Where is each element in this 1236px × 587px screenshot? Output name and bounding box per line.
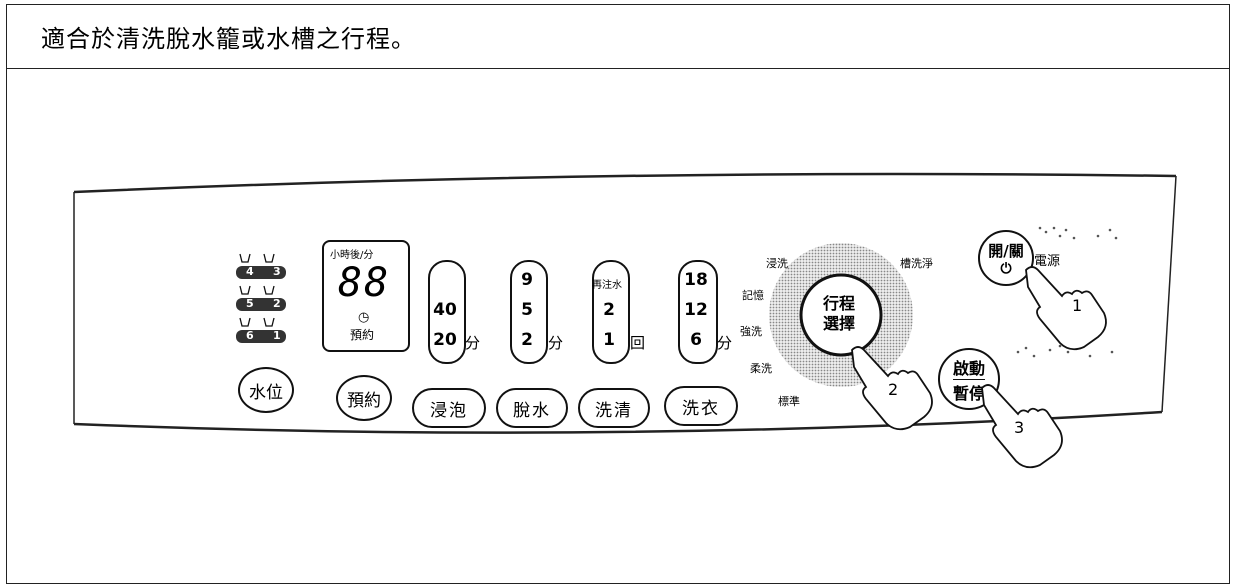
water-level-button[interactable]: 水位 xyxy=(238,367,294,413)
wash-value-6: 6 xyxy=(690,330,702,350)
rinse-button[interactable]: 洗清 xyxy=(578,388,650,428)
start-label: 啟動 xyxy=(952,355,985,380)
power-button[interactable]: 開/關 ⏻ xyxy=(978,230,1034,286)
reserve-button[interactable]: 預約 xyxy=(336,375,392,421)
mode-tub-clean[interactable]: 槽洗淨 xyxy=(900,257,933,270)
mode-gentle[interactable]: 柔洗 xyxy=(750,362,772,375)
braille-dots-top xyxy=(1038,226,1118,240)
spin-value-2: 2 xyxy=(521,330,533,350)
program-dial[interactable] xyxy=(766,240,916,390)
mode-standard[interactable]: 標準 xyxy=(778,395,800,408)
clock-icon: ◷ xyxy=(358,310,370,325)
soak-value-40: 40 xyxy=(433,300,457,320)
water-level-3: 3 xyxy=(273,265,281,278)
water-level-4: 4 xyxy=(246,265,254,278)
rinse-indicator xyxy=(592,260,630,364)
callout-1: 1 xyxy=(1072,296,1083,315)
power-icon: ⏻ xyxy=(1000,260,1012,277)
wash-button[interactable]: 洗衣 xyxy=(664,386,738,426)
spin-value-5: 5 xyxy=(521,300,533,320)
wash-indicator xyxy=(678,260,718,364)
water-level-6: 6 xyxy=(246,329,254,342)
wash-value-12: 12 xyxy=(684,300,708,320)
reserve-clock-label: 預約 xyxy=(350,328,375,342)
rinse-note: 再注水 xyxy=(592,280,622,291)
mode-strong[interactable]: 強洗 xyxy=(740,325,762,338)
soak-button[interactable]: 浸泡 xyxy=(412,388,486,428)
rinse-value-1: 1 xyxy=(603,330,615,350)
soak-value-20: 20 xyxy=(433,330,457,350)
wash-value-18: 18 xyxy=(684,270,708,290)
water-level-2: 2 xyxy=(273,297,281,310)
spin-value-9: 9 xyxy=(521,270,533,290)
power-label: 開/關 xyxy=(988,241,1024,260)
mode-memory[interactable]: 記憶 xyxy=(742,289,764,302)
water-level-indicators xyxy=(236,253,286,343)
spin-unit: 分 xyxy=(548,334,564,352)
reserve-digits: 88 xyxy=(338,260,391,306)
reserve-display: 小時後/分 88 ◷ 預約 xyxy=(322,240,410,352)
power-side-label: 電源 xyxy=(1034,254,1061,269)
rinse-value-2: 2 xyxy=(603,300,615,320)
reserve-display-label: 小時後/分 xyxy=(330,250,374,261)
rinse-unit: 回 xyxy=(630,334,646,352)
callout-3: 3 xyxy=(1014,418,1025,437)
soak-unit: 分 xyxy=(465,334,481,352)
wash-unit: 分 xyxy=(717,334,733,352)
callout-2: 2 xyxy=(888,380,899,399)
start-pause-button[interactable]: 啟動 暫停 xyxy=(938,348,1000,410)
header-text: 適合於清洗脫水籠或水槽之行程。 xyxy=(41,25,416,53)
pause-label: 暫停 xyxy=(952,383,985,403)
braille-dots-bottom xyxy=(1016,344,1114,358)
spin-button[interactable]: 脫水 xyxy=(496,388,568,428)
soak-indicator xyxy=(428,260,466,364)
program-knob-label-2: 選擇 xyxy=(823,314,856,333)
header-bar: 適合於清洗脫水籠或水槽之行程。 xyxy=(7,5,1229,69)
page-frame: 適合於清洗脫水籠或水槽之行程。 xyxy=(6,4,1230,584)
mode-soak-wash[interactable]: 浸洗 xyxy=(766,257,788,270)
spin-indicator xyxy=(510,260,548,364)
program-knob-label-1: 行程 xyxy=(823,294,856,313)
water-level-5: 5 xyxy=(246,297,254,310)
water-level-1: 1 xyxy=(273,329,281,342)
